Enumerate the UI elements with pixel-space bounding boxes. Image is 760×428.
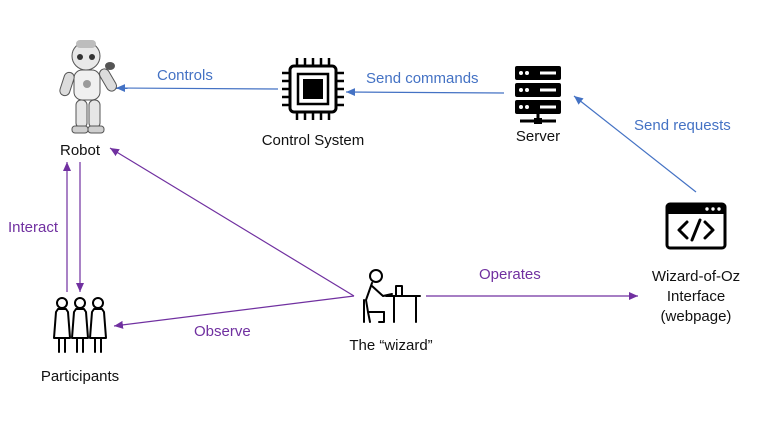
observe-edge-label: Observe <box>194 323 251 340</box>
woz-interface-label-line-2: Interface <box>666 288 726 305</box>
code-window-icon <box>665 202 727 250</box>
wizard-label: The “wizard” <box>349 337 433 354</box>
observe-arrow <box>113 295 355 329</box>
send-commands-arrow <box>345 88 505 97</box>
control-system-label: Control System <box>261 132 365 149</box>
wizard-to-robot-arrow <box>109 147 355 297</box>
send-commands-edge-label: Send commands <box>366 70 479 87</box>
three-people-icon <box>53 297 107 353</box>
server-rack-icon <box>515 66 561 124</box>
robot-label: Robot <box>59 142 101 159</box>
cpu-chip-icon <box>282 58 344 120</box>
send-requests-arrow <box>573 95 697 193</box>
woz-interface-label-line-3: (webpage) <box>660 308 732 325</box>
operates-edge-label: Operates <box>479 266 541 283</box>
controls-edge-label: Controls <box>157 67 213 84</box>
server-label: Server <box>515 128 561 145</box>
controls-arrow <box>115 84 279 93</box>
send-requests-edge-label: Send requests <box>634 117 731 134</box>
nao-robot-icon <box>59 40 117 134</box>
interact-edge-label: Interact <box>8 219 59 236</box>
woz-interface-label-line-1: Wizard-of-Oz <box>651 268 741 285</box>
person-at-desk-icon <box>363 269 421 323</box>
participants-label: Participants <box>40 368 120 385</box>
